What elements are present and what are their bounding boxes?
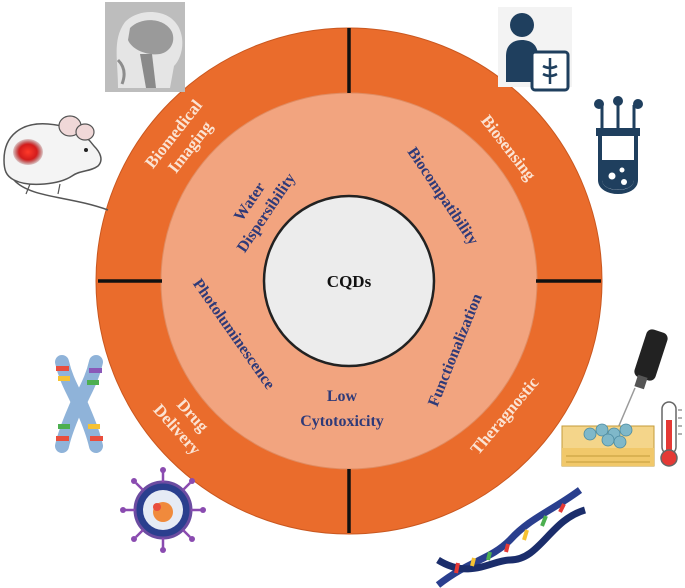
brain-mri-icon xyxy=(105,2,185,92)
property-label: Low xyxy=(327,388,358,405)
laser-probe-icon xyxy=(617,329,668,429)
test-tube-icon xyxy=(594,96,643,194)
property-label: Cytotoxicity xyxy=(300,413,384,430)
chromosome-icon xyxy=(55,355,103,453)
dna-helix-icon xyxy=(435,487,587,588)
center-label: CQDs xyxy=(327,272,372,291)
doctor-xray-icon xyxy=(498,7,572,92)
property-low-cytotoxicity: Low Cytotoxicity xyxy=(300,388,384,430)
tissue-layer-icon xyxy=(561,423,655,467)
center-disc xyxy=(262,194,436,368)
virus-nanoparticle-icon xyxy=(120,467,206,553)
mouse-tumor-icon xyxy=(3,115,109,211)
thermometer-icon xyxy=(660,401,682,467)
